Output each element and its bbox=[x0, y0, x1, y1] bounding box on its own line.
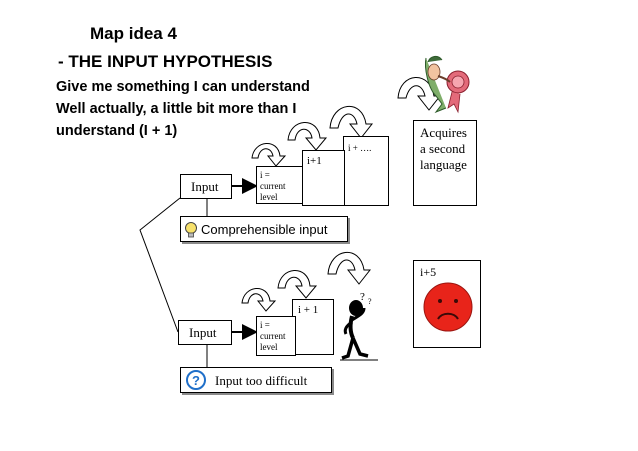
svg-text:?: ? bbox=[368, 297, 372, 306]
current-level-bottom-line2: current bbox=[260, 331, 286, 341]
curved-arrows-top bbox=[251, 77, 442, 167]
box-i-plus-more: i + …. bbox=[343, 136, 389, 206]
slide-body: Give me something I can understand Well … bbox=[56, 76, 310, 142]
body-line-2: Well actually, a little bit more than I bbox=[56, 101, 297, 117]
acquires-line3: language bbox=[420, 157, 467, 172]
input-too-difficult-label: Input too difficult bbox=[215, 373, 308, 388]
input-too-difficult-callout: ? Input too difficult bbox=[180, 367, 332, 393]
current-level-top-line1: i = bbox=[260, 170, 270, 180]
current-level-top-line2: current bbox=[260, 181, 286, 191]
box-i-plus-1-top: i+1 bbox=[302, 150, 345, 206]
box-i-plus-1-bottom: i + 1 bbox=[292, 299, 334, 355]
i-plus-5-box: i+5 bbox=[413, 260, 481, 348]
lightbulb-icon bbox=[185, 222, 197, 238]
box-current-level-bottom: i = current level bbox=[256, 316, 296, 356]
acquires-line2: a second bbox=[420, 141, 466, 156]
question-icon: ? bbox=[186, 370, 206, 390]
curved-arrows-bottom bbox=[241, 252, 372, 312]
current-level-top-line3: level bbox=[260, 192, 278, 202]
slide-subtitle: - THE INPUT HYPOTHESIS bbox=[58, 52, 273, 71]
input-box-bottom: Input bbox=[178, 320, 232, 345]
comprehensible-input-label: Comprehensible input bbox=[201, 222, 328, 237]
i-plus-5-label: i+5 bbox=[420, 265, 437, 279]
body-line-3: understand (I + 1) bbox=[56, 123, 178, 139]
box-i-plus-1-bottom-label: i + 1 bbox=[298, 304, 319, 316]
box-i-plus-more-label: i + …. bbox=[348, 143, 372, 153]
body-line-1: Give me something I can understand bbox=[56, 79, 310, 95]
confused-person-icon: ? ? bbox=[340, 291, 378, 361]
input-box-bottom-label: Input bbox=[189, 325, 217, 340]
box-current-level-top: i = current level bbox=[256, 166, 303, 204]
current-level-bottom-line1: i = bbox=[260, 320, 270, 330]
input-box-top-label: Input bbox=[191, 179, 219, 194]
acquires-line1: Acquires bbox=[420, 125, 467, 140]
award-figure-icon bbox=[425, 55, 470, 114]
current-level-bottom-line3: level bbox=[260, 342, 278, 352]
acquires-language-box: Acquires a second language bbox=[413, 120, 477, 206]
sad-face-icon bbox=[423, 282, 473, 332]
input-box-top: Input bbox=[180, 174, 232, 199]
comprehensible-input-callout: Comprehensible input bbox=[180, 216, 348, 242]
slide-title: Map idea 4 bbox=[90, 24, 177, 43]
svg-text:?: ? bbox=[360, 291, 365, 303]
svg-text:?: ? bbox=[192, 373, 200, 388]
box-i-plus-1-top-label: i+1 bbox=[307, 155, 322, 167]
